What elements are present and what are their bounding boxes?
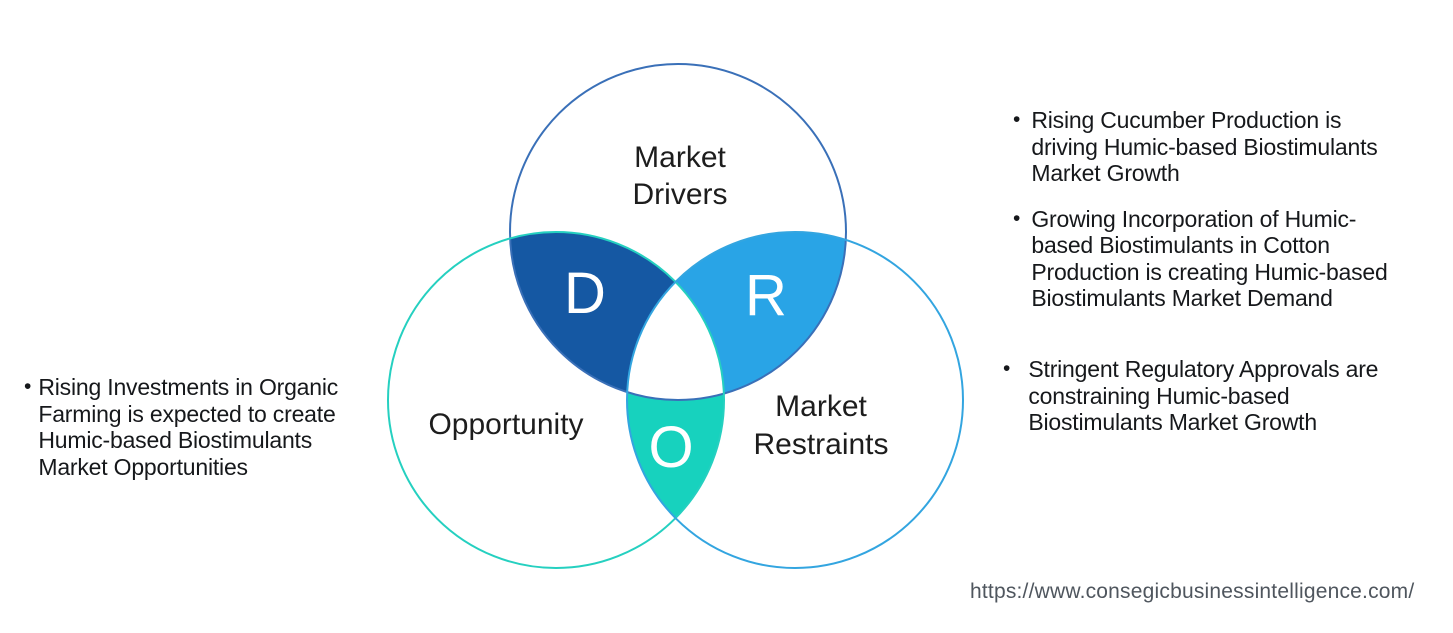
driver-note-text-2: Growing Incorporation of Humic-based Bio… (1031, 205, 1388, 312)
label-opportunity: Opportunity (428, 408, 583, 441)
drivers-notes-list: • Rising Cucumber Production is driving … (1013, 107, 1393, 312)
list-item: • Stringent Regulatory Approvals are con… (1003, 356, 1383, 436)
bullet-icon: • (1013, 206, 1021, 230)
circle-opportunity-outline (387, 231, 725, 569)
source-url: https://www.consegicbusinessintelligence… (970, 580, 1415, 603)
bullet-icon: • (24, 375, 32, 398)
restraints-notes-list: • Stringent Regulatory Approvals are con… (1003, 356, 1383, 436)
venn-diagram: Market Drivers Opportunity Market Restra… (385, 55, 965, 580)
region-drivers-opportunity (510, 232, 724, 400)
list-item: • Growing Incorporation of Humic-based B… (1013, 206, 1393, 312)
label-market-restraints-line1: Market (775, 390, 867, 423)
letter-o: O (648, 415, 693, 480)
circle-drivers-outline (509, 63, 847, 401)
label-market-drivers-line1: Market (634, 141, 726, 174)
letter-d: D (564, 261, 606, 326)
letter-r: R (745, 263, 787, 328)
restraint-note-text: Stringent Regulatory Approvals are const… (1028, 356, 1379, 435)
opportunity-note-text: Rising Investments in Organic Farming is… (38, 374, 339, 480)
list-item: • Rising Investments in Organic Farming … (24, 374, 354, 480)
label-market-drivers-line2: Drivers (633, 178, 728, 211)
label-market-restraints-line2: Restraints (753, 428, 888, 461)
bullet-icon: • (1013, 108, 1021, 131)
bullet-icon: • (1003, 357, 1011, 380)
driver-note-text-1: Rising Cucumber Production is driving Hu… (1031, 107, 1378, 186)
circle-restraints-outline (626, 231, 964, 569)
region-drivers-restraints (627, 232, 846, 400)
list-item: • Rising Cucumber Production is driving … (1013, 107, 1393, 187)
opportunity-notes-list: • Rising Investments in Organic Farming … (24, 374, 354, 480)
